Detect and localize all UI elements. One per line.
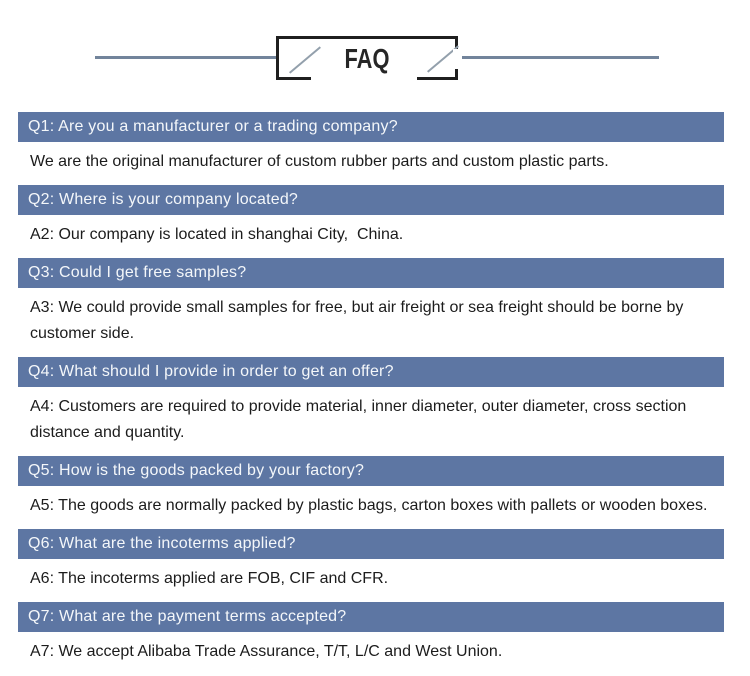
header-divider-right	[462, 56, 659, 59]
border-gap	[311, 75, 417, 81]
faq-item: Q2: Where is your company located? A2: O…	[18, 185, 724, 258]
question-bar: Q5: How is the goods packed by your fact…	[18, 456, 724, 486]
faq-item: Q6: What are the incoterms applied? A6: …	[18, 529, 724, 602]
faq-item: Q4: What should I provide in order to ge…	[18, 357, 724, 456]
answer-text: A5: The goods are normally packed by pla…	[30, 497, 708, 514]
answer-text: A7: We accept Alibaba Trade Assurance, T…	[30, 643, 503, 660]
faq-item: Q1: Are you a manufacturer or a trading …	[18, 112, 724, 185]
header-divider-left	[95, 56, 278, 59]
answer-text: A4: Customers are required to provide ma…	[30, 398, 691, 441]
answer-text: A2: Our company is located in shanghai C…	[30, 226, 404, 243]
page-title: FAQ	[344, 43, 390, 74]
answer-text: A3: We could provide small samples for f…	[30, 299, 688, 342]
answer-text: A6: The incoterms applied are FOB, CIF a…	[30, 570, 389, 587]
question-bar: Q4: What should I provide in order to ge…	[18, 357, 724, 387]
question-bar: Q7: What are the payment terms accepted?	[18, 602, 724, 632]
faq-item: Q5: How is the goods packed by your fact…	[18, 456, 724, 529]
faq-header: FAQ	[0, 0, 750, 81]
question-bar: Q6: What are the incoterms applied?	[18, 529, 724, 559]
answer-text: We are the original manufacturer of cust…	[30, 153, 609, 170]
border-gap	[453, 49, 459, 69]
faq-title-box: FAQ	[276, 36, 459, 81]
faq-item: Q7: What are the payment terms accepted?…	[18, 602, 724, 675]
faq-item: Q3: Could I get free samples? A3: We cou…	[18, 258, 724, 357]
question-bar: Q3: Could I get free samples?	[18, 258, 724, 288]
question-bar: Q2: Where is your company located?	[18, 185, 724, 215]
question-bar: Q1: Are you a manufacturer or a trading …	[18, 112, 724, 142]
faq-list: Q1: Are you a manufacturer or a trading …	[18, 112, 724, 675]
